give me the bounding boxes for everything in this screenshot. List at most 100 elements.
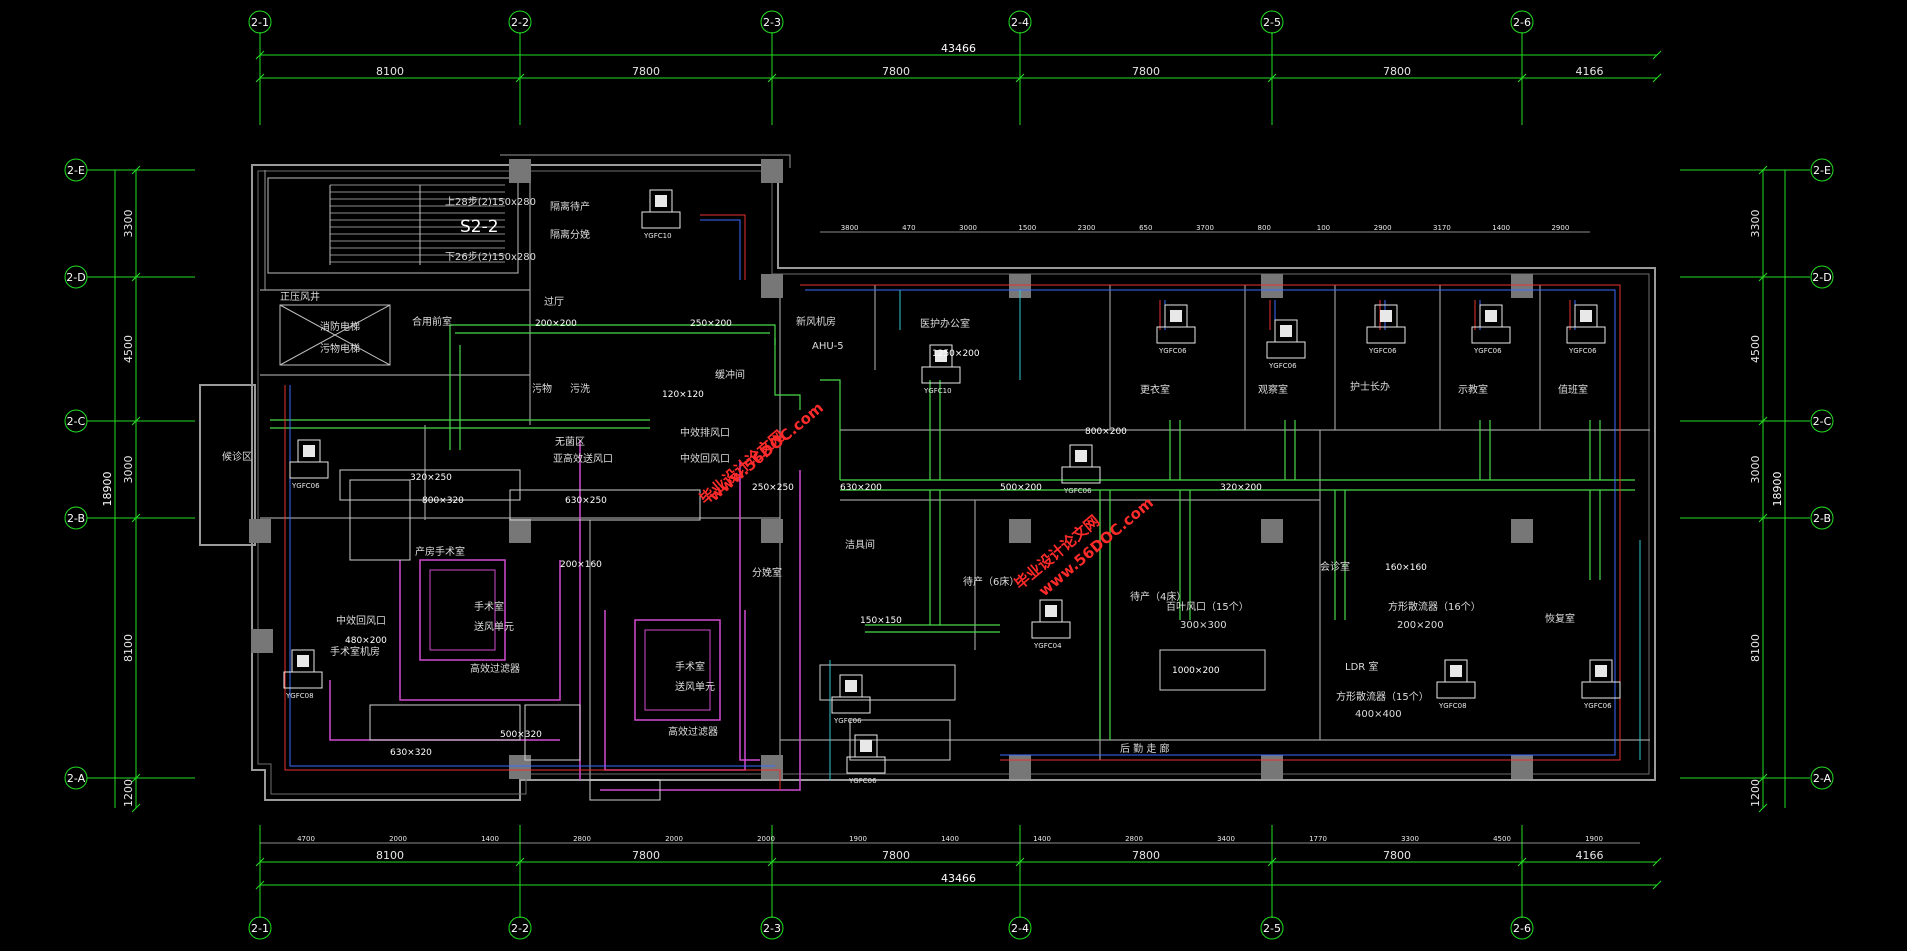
dim-tick <box>1758 272 1768 282</box>
fcu-core <box>303 445 315 457</box>
axis-label-top: 2-6 <box>1513 16 1531 29</box>
sub-dim-label: 2000 <box>665 835 683 843</box>
axis-label-right: 2-C <box>1813 415 1832 428</box>
sub-dim-label: 470 <box>902 224 915 232</box>
fan-coil-unit: YGFC10 <box>641 189 681 240</box>
column <box>761 159 783 183</box>
axis-bubble <box>1510 916 1534 940</box>
axis-label-bottom: 2-2 <box>511 922 529 935</box>
dim-total: 18900 <box>1771 472 1784 507</box>
text-layer: S2-2 上28步(2)150x280 下26步(2)150x280 隔离待产 … <box>222 196 1588 758</box>
stair <box>267 177 519 366</box>
corridor-label: 后 勤 走 廊 <box>1120 742 1170 755</box>
sub-dim-label: 3400 <box>1217 835 1235 843</box>
fcu-outlet <box>846 756 886 774</box>
sub-dim-label: 4500 <box>1493 835 1511 843</box>
axis-bubble <box>64 506 88 530</box>
dim-label: 4500 <box>1749 335 1762 363</box>
axis-label-left: 2-C <box>67 415 86 428</box>
room-obs: 观察室 <box>1258 383 1288 396</box>
sub-dim-label: 4700 <box>297 835 315 843</box>
op-room-label-2: 手术室 <box>675 660 705 673</box>
return-vent-label-2: 中效回风口 <box>336 614 386 627</box>
diffuser-size-200: 200×200 <box>1397 620 1444 631</box>
fcu-core <box>1045 605 1057 617</box>
axis-bubble <box>1810 158 1834 182</box>
sub-dim-label: 1900 <box>849 835 867 843</box>
duct-tag-500x320: 500×320 <box>500 730 542 740</box>
sub-dim-label: 1900 <box>1585 835 1603 843</box>
supply-unit-label-2: 送风单元 <box>675 680 715 693</box>
fcu-core <box>1075 450 1087 462</box>
fan-coil-unit: YGFC06 <box>1061 444 1101 495</box>
dim-tick <box>131 272 141 282</box>
supply-vent-label: 亚高效送风口 <box>553 452 613 465</box>
room-sterile: 无菌区 <box>555 436 585 448</box>
axis-bubble <box>64 766 88 790</box>
fcu-outlet <box>1566 326 1606 344</box>
dim-label: 4500 <box>122 335 135 363</box>
dim-label: 7800 <box>882 65 910 78</box>
fcu-tag: YGFC06 <box>291 482 320 490</box>
fan-coil-unit: YGFC10 <box>921 344 961 395</box>
axis-bubble <box>760 10 784 34</box>
dim-tick <box>131 803 141 813</box>
sub-dim-label: 1400 <box>1033 835 1051 843</box>
dirty-elevator-label: 污物电梯 <box>320 342 360 355</box>
dim-label: 8100 <box>1749 634 1762 662</box>
dim-tick <box>1517 857 1527 867</box>
fcu-tag: YGFC06 <box>1268 362 1297 370</box>
axis-label-top: 2-4 <box>1011 16 1029 29</box>
diffuser-16-label: 方形散流器（16个） <box>1388 600 1481 613</box>
room-hall: 过厅 <box>544 295 564 308</box>
dim-tick <box>1652 880 1662 890</box>
fcu-tag: YGFC06 <box>1473 347 1502 355</box>
fcu-outlet <box>641 211 681 229</box>
fcu-outlet <box>1581 681 1621 699</box>
column <box>761 519 783 543</box>
fcu-core <box>1450 665 1462 677</box>
dim-label: 7800 <box>632 849 660 862</box>
dim-tick <box>515 73 525 83</box>
stair-tag: S2-2 <box>460 217 499 237</box>
dim-tick <box>515 857 525 867</box>
sub-dim-label: 800 <box>1258 224 1271 232</box>
duct-tag-250: 250×200 <box>690 319 732 329</box>
room-prep: 分娩室 <box>752 566 782 579</box>
axis-bubble <box>64 265 88 289</box>
dim-tick <box>131 773 141 783</box>
sub-dim-label: 2800 <box>573 835 591 843</box>
dim-label: 8100 <box>376 849 404 862</box>
fcu-tag: YGFC06 <box>848 777 877 785</box>
dim-label: 7800 <box>882 849 910 862</box>
dim-tick <box>255 857 265 867</box>
dim-total: 43466 <box>941 872 976 885</box>
supply-unit-label-1: 送风单元 <box>474 620 514 633</box>
column <box>1009 755 1031 779</box>
fire-elevator-label: 消防电梯 <box>320 320 360 333</box>
sub-dim-label: 1770 <box>1309 835 1327 843</box>
column <box>1009 274 1031 298</box>
dim-tick <box>1758 416 1768 426</box>
fcu-outlet <box>1156 326 1196 344</box>
room-labor-6: 待产（6床） <box>963 575 1019 588</box>
room-antechamber: 合用前室 <box>412 315 452 328</box>
sub-dim-label: 650 <box>1139 224 1152 232</box>
diffuser-size-400: 400×400 <box>1355 709 1402 720</box>
axis-label-top: 2-3 <box>763 16 781 29</box>
fcu-tag: YGFC08 <box>285 692 314 700</box>
duct-tag-250x250: 250×250 <box>752 483 794 493</box>
ahu-tag: AHU-5 <box>812 341 844 352</box>
axis-label-left: 2-E <box>67 164 85 177</box>
fcu-core <box>297 655 309 667</box>
fcu-outlet <box>831 696 871 714</box>
diffuser-15-label: 方形散流器（15个） <box>1336 690 1429 703</box>
room-isolate-delivery: 隔离分娩 <box>550 228 590 241</box>
louver-15-label: 百叶风口（15个） <box>1166 601 1249 613</box>
dim-label: 7800 <box>1383 65 1411 78</box>
dim-label: 7800 <box>632 65 660 78</box>
dim-tick <box>255 50 265 60</box>
dim-label: 1200 <box>122 779 135 807</box>
